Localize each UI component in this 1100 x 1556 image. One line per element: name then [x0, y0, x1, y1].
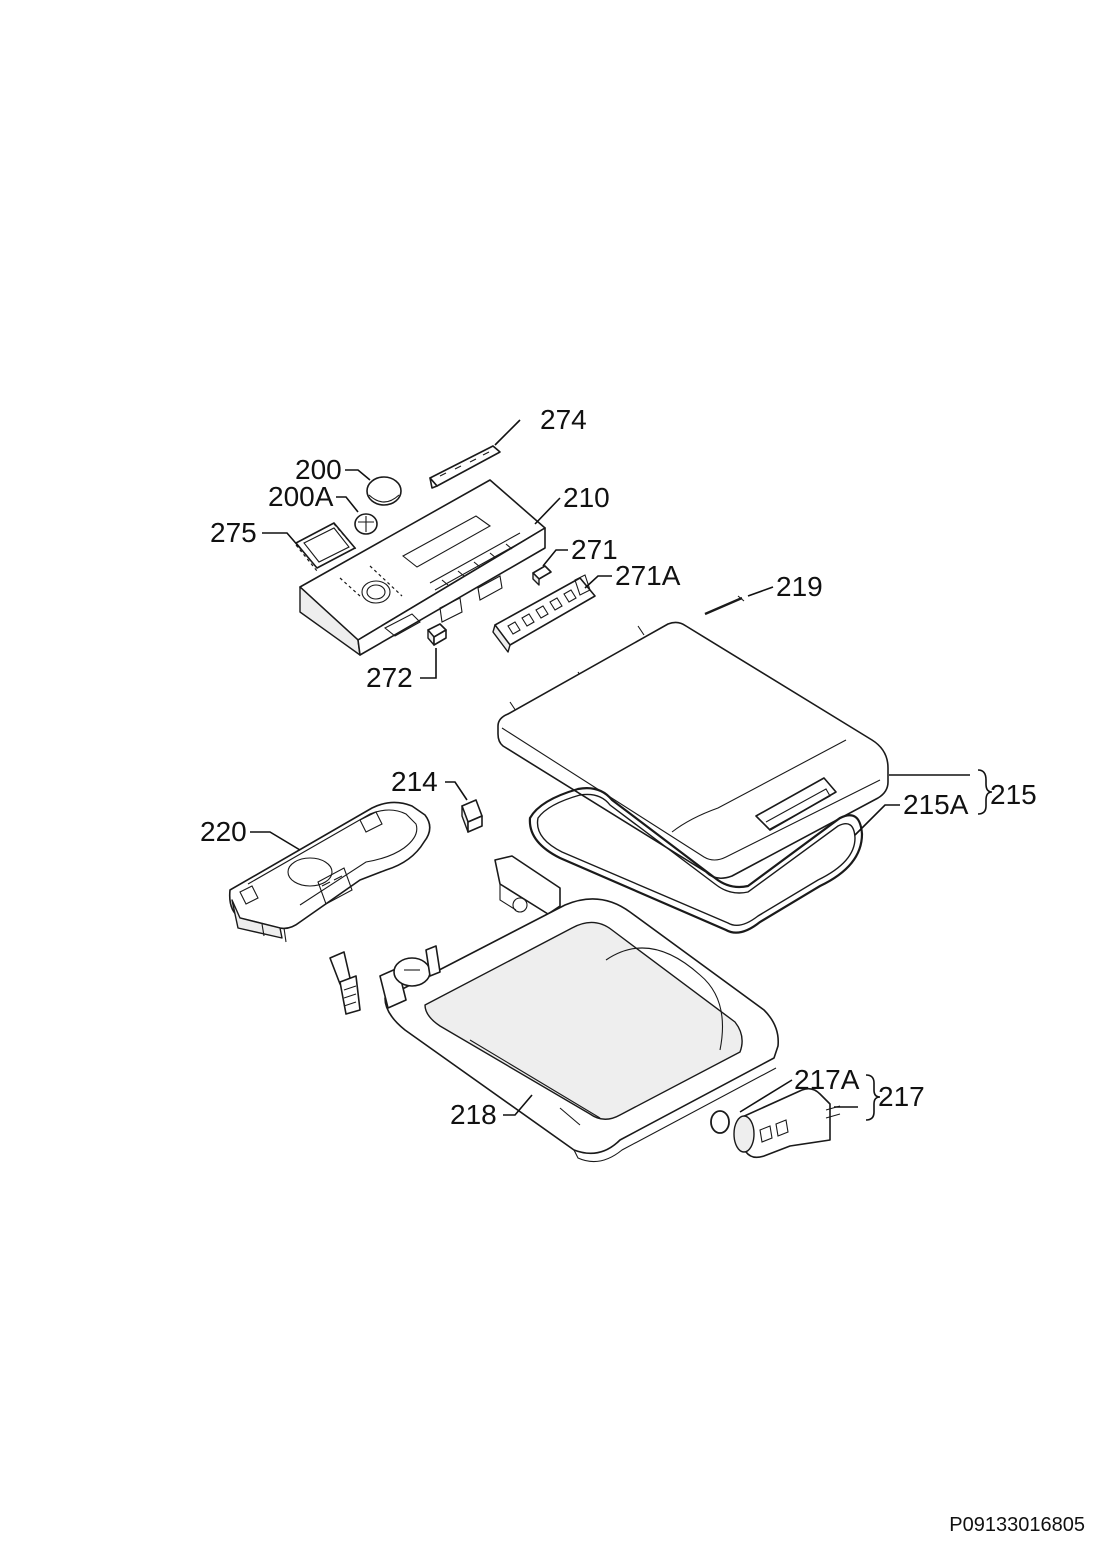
callout-274: 274: [540, 404, 587, 435]
callout-271: 271: [571, 534, 618, 565]
callout-215a: 215A: [903, 789, 969, 820]
callout-214: 214: [391, 766, 438, 797]
leader-lines: [250, 419, 993, 1121]
callout-220: 220: [200, 816, 247, 847]
part-275-display-frame: [295, 522, 357, 572]
part-217-pump: [710, 1087, 841, 1159]
callout-217a: 217A: [794, 1064, 860, 1095]
part-272-clip: [427, 623, 447, 646]
part-274-bracket: [429, 445, 501, 489]
part-218-top-frame: [329, 855, 780, 1163]
callout-272: 272: [366, 662, 413, 693]
callout-219: 219: [776, 571, 823, 602]
callout-200: 200: [295, 454, 342, 485]
callout-210: 210: [563, 482, 610, 513]
part-219-pin: [704, 595, 745, 616]
callout-215: 215: [990, 779, 1037, 810]
callout-218: 218: [450, 1099, 497, 1130]
callout-271a: 271A: [615, 560, 681, 591]
part-220-dispenser: [228, 801, 431, 943]
callout-275: 275: [210, 517, 257, 548]
callout-217: 217: [878, 1081, 925, 1112]
callout-200a: 200A: [268, 481, 334, 512]
part-200a-knob-base: [354, 513, 378, 535]
drawing-code: P09133016805: [949, 1514, 1085, 1536]
part-210-control-panel: [299, 479, 546, 656]
part-215a-gasket: [528, 787, 864, 934]
part-200-knob: [366, 476, 402, 506]
part-271a-button-board: [492, 574, 596, 653]
part-214-latch: [461, 799, 483, 833]
part-215-lid: [497, 621, 889, 880]
part-271-switch: [532, 565, 552, 586]
